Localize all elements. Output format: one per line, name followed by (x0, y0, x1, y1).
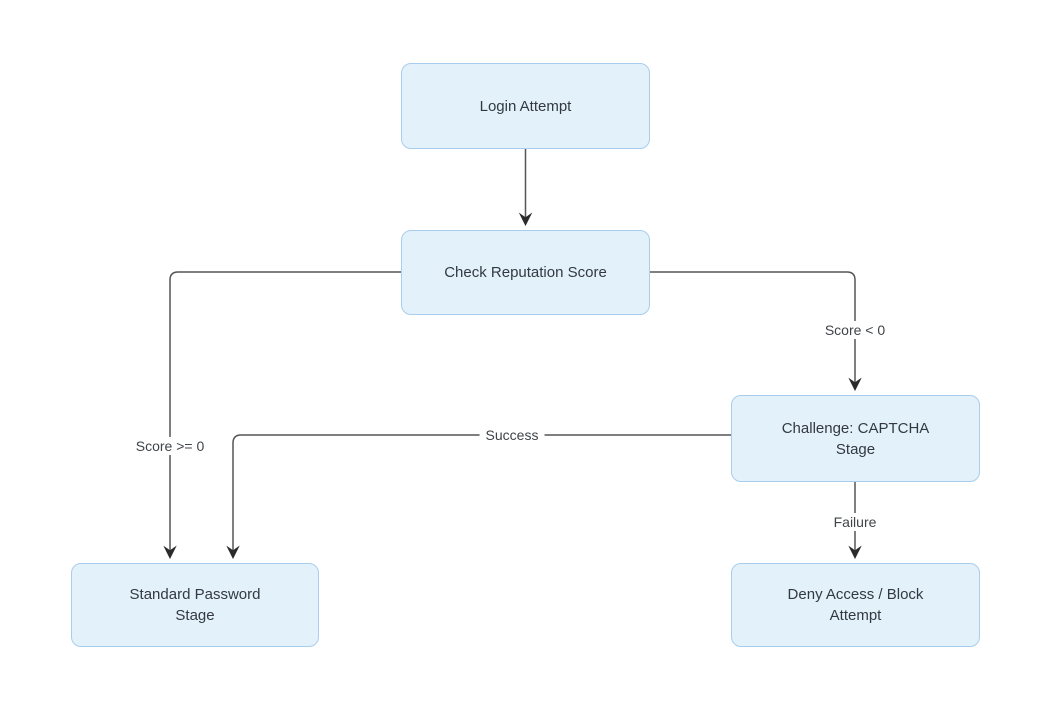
edge-label-score-gte-0: Score >= 0 (129, 437, 211, 455)
node-label: Stage (835, 440, 876, 458)
node-check-reputation-score: Check Reputation Score (401, 230, 650, 315)
edge-label-score-lt-0: Score < 0 (818, 321, 892, 339)
edge-label-success: Success (479, 426, 545, 444)
node-label: Standard Password (129, 586, 261, 603)
node-login-attempt: Login Attempt (401, 63, 650, 149)
node-captcha-stage: Challenge: CAPTCHA Stage (731, 395, 980, 482)
node-label: Check Reputation Score (444, 264, 607, 281)
edge-check-to-captcha (650, 271, 862, 392)
node-deny-access: Deny Access / Block Attempt (731, 563, 980, 647)
edge-label-failure: Failure (827, 513, 883, 531)
node-label: Stage (175, 607, 215, 624)
node-label: Login Attempt (479, 97, 572, 115)
node-label: Attempt (829, 607, 882, 624)
node-label: Challenge: CAPTCHA (781, 419, 930, 437)
edge-check-to-password (163, 271, 401, 560)
node-label: Deny Access / Block (787, 586, 924, 603)
node-standard-password-stage: Standard Password Stage (71, 563, 319, 647)
edge-captcha-to-password (226, 434, 731, 560)
